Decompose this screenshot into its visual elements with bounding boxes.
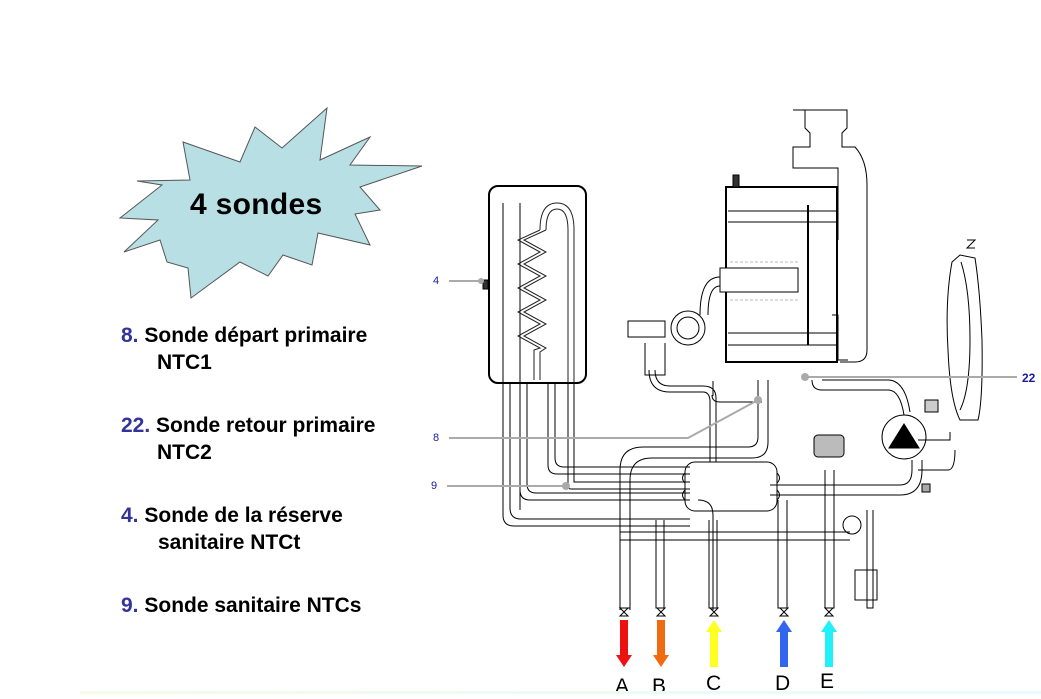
storage-tank: [482, 185, 587, 510]
valve-icon: [823, 607, 835, 617]
outlet-pipes: [619, 434, 878, 609]
callout-label-8: 8: [433, 432, 440, 444]
callout-line-8: [449, 399, 759, 439]
legend-number: 22.: [121, 414, 151, 437]
valve-icon: [618, 607, 630, 617]
callout-label-4: 4: [433, 275, 440, 287]
valve-icon: [655, 607, 667, 617]
circulator-pump: [770, 379, 956, 496]
legend-item-4: 4. Sonde de la réserve sanitaire NTCt: [121, 502, 441, 556]
outlet-arrow-e: [821, 620, 837, 667]
bottom-coil-row: [728, 332, 836, 346]
outlet-arrow-c: [706, 620, 722, 667]
valve-icon: [778, 607, 790, 617]
legend-text: Sonde départ primaire: [144, 324, 368, 347]
outlet-arrows: [616, 607, 837, 667]
outlet-label-c: C: [706, 672, 722, 695]
plate-heat-exchanger: [682, 461, 780, 512]
tank-pipes: [502, 383, 690, 527]
legend-number: 9.: [121, 594, 139, 617]
legend-item-22: 22. Sonde retour primaire NTC2: [121, 412, 441, 466]
primary-pipes: [619, 369, 769, 610]
outlet-label-e: E: [820, 670, 835, 693]
callout-label-9: 9: [431, 480, 438, 492]
starburst-title: 4 sondes: [190, 188, 323, 221]
outlet-arrow-a: [616, 620, 632, 667]
legend-text: Sonde retour primaire: [156, 414, 376, 437]
legend-number: 4.: [121, 504, 139, 527]
outlet-label-a: A: [615, 675, 630, 698]
legend-text-line2: NTC2: [157, 441, 212, 464]
top-coil-row: [728, 210, 836, 223]
outlet-label-d: D: [775, 672, 791, 695]
outlet-label-b: B: [652, 675, 667, 698]
outlet-arrow-b: [653, 620, 669, 667]
probe-callout-lines: [447, 278, 1017, 490]
legend-number: 8.: [121, 324, 139, 347]
outlet-arrow-d: [776, 620, 792, 667]
starburst-callout: [118, 106, 423, 299]
combustion-chamber: [719, 174, 838, 363]
legend-text-line2: sanitaire NTCt: [158, 531, 301, 554]
expansion-vessel: [946, 239, 983, 421]
legend-text: Sonde sanitaire NTCs: [144, 594, 362, 617]
callout-label-22: 22: [1022, 371, 1036, 385]
legend-item-9: 9. Sonde sanitaire NTCs: [121, 592, 441, 619]
bottom-decorative-strip: [80, 691, 1041, 694]
probe-legend: 8. Sonde départ primaire NTC1 22. Sonde …: [121, 322, 441, 655]
valve-icon: [708, 607, 720, 617]
legend-text-line2: NTC1: [157, 351, 212, 374]
legend-text: Sonde de la réserve: [144, 504, 343, 527]
fan-and-flue: [627, 109, 868, 376]
legend-item-8: 8. Sonde départ primaire NTC1: [121, 322, 441, 376]
